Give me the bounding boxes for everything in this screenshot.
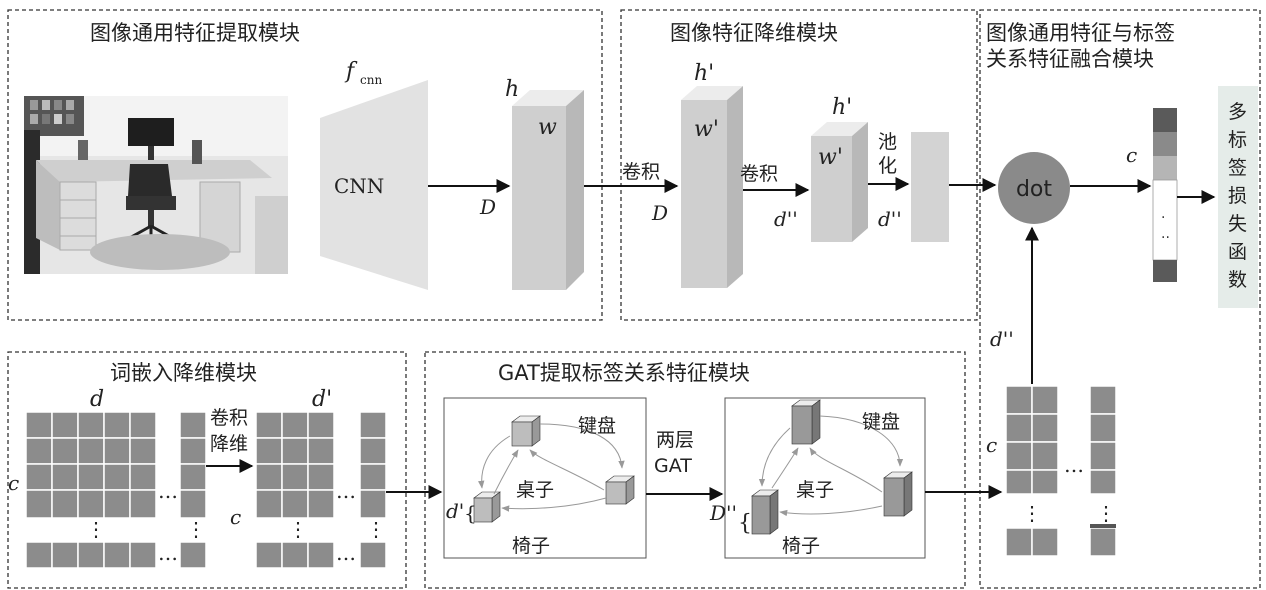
table-label-1: 桌子 <box>516 479 554 501</box>
word-vdots-2: ⋮ <box>186 517 206 541</box>
table-label-2: 桌子 <box>796 479 834 501</box>
word-conv-label-line1: 卷积 <box>210 407 248 429</box>
word-embedding-matrix <box>26 412 206 568</box>
w-prime-label-1: w' <box>694 117 719 142</box>
pool-label-line2: 化 <box>878 155 897 177</box>
d-prime-label-word: d' <box>312 387 332 412</box>
reduce-cube-2 <box>811 122 868 242</box>
reduced-vdots-1: ⋮ <box>288 517 308 541</box>
w-label: w <box>538 115 557 140</box>
h-label: h <box>505 77 519 102</box>
loss-char-5: 函 <box>1228 241 1247 263</box>
c-label-word-2: c <box>230 505 241 529</box>
gat-module-title: GAT提取标签关系特征模块 <box>498 361 750 385</box>
f-cnn-symbol: f <box>344 59 358 84</box>
reduced-word-matrix <box>256 412 386 568</box>
word-conv-label-line2: 降维 <box>210 433 248 455</box>
node-keyboard-1 <box>512 416 540 446</box>
svg-text:..: .. <box>1161 226 1170 242</box>
pooled-vector <box>911 132 949 242</box>
node-table-2 <box>884 472 912 516</box>
loss-label: 多 标 签 损 失 函 数 <box>1228 101 1247 291</box>
d-label-word: d <box>90 387 104 412</box>
h-prime-label-1: h' <box>694 61 714 86</box>
loss-char-2: 签 <box>1228 157 1247 179</box>
node-chair-1 <box>474 492 500 522</box>
D-double-prime-label-gat: D'' <box>709 501 737 525</box>
D-label-reduce: D <box>651 201 668 225</box>
f-cnn-subscript: cnn <box>360 73 382 87</box>
fusion-vdots-2: ⋮ <box>1096 501 1116 525</box>
output-vdots: . <box>1161 206 1165 222</box>
image-feature-module-title: 图像通用特征提取模块 <box>90 21 300 45</box>
svg-text:{: { <box>738 511 752 536</box>
reduced-hdots-2: … <box>336 541 356 565</box>
h-prime-label-2: h' <box>832 95 852 120</box>
loss-char-0: 多 <box>1228 101 1247 123</box>
node-keyboard-2 <box>792 400 820 444</box>
word-embed-module-title: 词嵌入降维模块 <box>110 361 257 385</box>
chair-label-2: 椅子 <box>782 535 820 557</box>
pool-label-line1: 池 <box>878 131 897 153</box>
word-vdots-1: ⋮ <box>86 517 106 541</box>
fusion-module-title-line1: 图像通用特征与标签 <box>986 21 1175 45</box>
d-prime-label-gat: d' <box>446 499 464 523</box>
keyboard-label-1: 键盘 <box>578 415 616 437</box>
conv-label-1: 卷积 <box>622 161 660 183</box>
office-photo <box>24 96 288 274</box>
D-label-image: D <box>479 195 496 219</box>
c-label-fusion: c <box>986 433 997 457</box>
c-label-word-1: c <box>8 471 19 495</box>
chair-label-1: 椅子 <box>512 535 550 557</box>
d-double-prime-label-fusion: d'' <box>990 327 1014 351</box>
two-layer-label-line1: 两层 <box>656 429 694 451</box>
output-score-vector: . .. <box>1153 108 1177 282</box>
word-hdots-1: … <box>158 479 178 503</box>
d-double-prime-label-2: d'' <box>878 207 902 231</box>
loss-char-1: 标 <box>1228 129 1247 151</box>
d-double-prime-label-1: d'' <box>774 207 798 231</box>
fusion-vdots-1: ⋮ <box>1022 501 1042 525</box>
loss-char-4: 失 <box>1228 213 1247 235</box>
dim-reduce-module-title: 图像特征降维模块 <box>670 21 838 45</box>
c-label-output: c <box>1126 143 1137 167</box>
cnn-label: CNN <box>334 174 384 198</box>
reduced-vdots-2: ⋮ <box>366 517 386 541</box>
node-chair-2 <box>752 490 778 534</box>
dot-label: dot <box>1016 177 1052 202</box>
svg-text:{: { <box>464 501 477 525</box>
loss-char-3: 损 <box>1228 185 1247 207</box>
fusion-hdots: … <box>1064 453 1084 477</box>
w-prime-label-2: w' <box>818 145 843 170</box>
reduced-hdots-1: … <box>336 479 356 503</box>
conv-label-2: 卷积 <box>740 163 778 185</box>
word-hdots-2: … <box>158 541 178 565</box>
node-table-1 <box>606 476 634 504</box>
fusion-module-title-line2: 关系特征融合模块 <box>986 47 1154 71</box>
loss-char-6: 数 <box>1228 269 1247 291</box>
keyboard-label-2: 键盘 <box>862 411 900 433</box>
two-layer-label-line2: GAT <box>654 455 692 477</box>
label-feature-matrix <box>1006 386 1116 556</box>
